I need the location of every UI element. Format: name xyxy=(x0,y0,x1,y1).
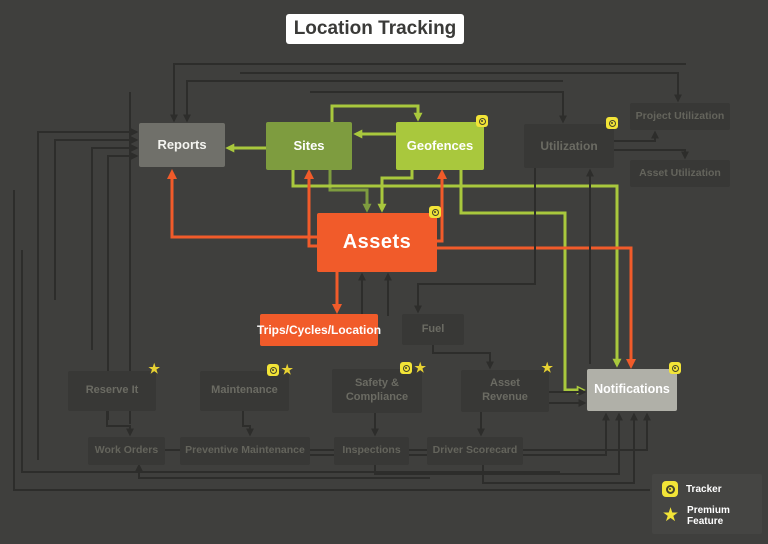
node-inspections: Inspections xyxy=(334,437,409,465)
node-assets-label: Assets xyxy=(342,231,412,253)
edge-routing-left-to-reports xyxy=(37,128,139,460)
badge-group xyxy=(429,206,441,218)
edge-routing-to-routing xyxy=(21,250,560,473)
legend-tracker-row: Tracker xyxy=(662,481,762,497)
edge-work-orders-to-notifications xyxy=(165,412,651,451)
node-fuel-label: Fuel xyxy=(421,322,445,335)
edge-sites-to-notifications xyxy=(291,170,622,368)
tracker-icon xyxy=(662,481,678,497)
node-work-orders: Work Orders xyxy=(88,437,165,465)
tracker-icon xyxy=(400,362,413,374)
node-sites: Sites xyxy=(266,122,352,170)
tracker-icon xyxy=(429,206,441,218)
premium-star-icon: ★ xyxy=(281,362,293,377)
edge-assets-to-sites xyxy=(304,169,317,248)
edge-assets-to-reports xyxy=(167,169,317,239)
edge-routing-top-to-project-utilization xyxy=(240,72,682,103)
badge-group: ★ xyxy=(400,360,426,375)
edge-routing-left-to-reports xyxy=(91,144,139,350)
tracker-icon xyxy=(669,362,681,374)
node-safety-compliance: Safety & Compliance ★ xyxy=(332,361,426,413)
edge-reserve-it-to-work-orders xyxy=(106,411,134,437)
node-sites-label: Sites xyxy=(293,137,325,153)
node-geofences-label: Geofences xyxy=(406,137,474,153)
edge-utilization-to-project-utilization xyxy=(614,130,659,142)
node-notifications: Notifications xyxy=(587,362,681,411)
node-utilization: Utilization xyxy=(524,117,618,168)
edge-routing-top-to-reports xyxy=(183,80,563,123)
edge-routing-left-to-reports xyxy=(54,136,139,300)
edge-routing-bottom-to-work-orders xyxy=(135,463,430,479)
edge-sites-to-assets xyxy=(328,170,372,213)
edge-geofences-to-assets xyxy=(377,170,414,213)
node-reports: Reports xyxy=(139,123,225,167)
node-asset-revenue-label: Asset Revenue xyxy=(482,377,528,403)
node-trips-label: Trips/Cycles/Location xyxy=(256,322,382,337)
edge-sites-to-geofences xyxy=(330,104,423,122)
edge-assets-to-geofences xyxy=(437,169,447,243)
node-trips-cycles-location: Trips/Cycles/Location xyxy=(256,314,382,346)
premium-star-icon: ★ xyxy=(148,361,160,376)
node-project-utilization-label: Project Utilization xyxy=(635,109,725,122)
edge-geofences-to-notifications xyxy=(459,170,586,395)
node-maintenance-label: Maintenance xyxy=(211,384,278,397)
node-asset-utilization-label: Asset Utilization xyxy=(639,166,721,179)
badge-group xyxy=(606,117,618,129)
legend-premium-label: Premium Feature xyxy=(687,505,730,527)
badge-group xyxy=(669,362,681,374)
node-utilization-label: Utilization xyxy=(540,138,598,153)
premium-star-icon: ★ xyxy=(662,505,680,526)
edge-maintenance-to-preventive-maintenance xyxy=(242,411,254,437)
legend: Tracker ★ Premium Feature xyxy=(652,474,762,534)
tracker-icon xyxy=(476,115,488,127)
edge-assets-to-notifications xyxy=(437,246,636,369)
node-notifications-label: Notifications xyxy=(594,382,670,397)
edge-fuel-to-asset-revenue xyxy=(432,345,494,370)
node-preventive-maintenance-label: Preventive Maintenance xyxy=(185,444,305,457)
node-fuel: Fuel xyxy=(402,314,464,345)
edge-routing-left-to-reports xyxy=(107,152,139,420)
edge-routing-top-to-utilization xyxy=(310,91,567,124)
node-inspections-label: Inspections xyxy=(342,444,401,457)
node-work-orders-label: Work Orders xyxy=(94,444,159,457)
badge-group: ★ xyxy=(541,360,553,375)
node-reserve-it: Reserve It ★ xyxy=(68,362,160,411)
premium-star-icon: ★ xyxy=(541,360,553,375)
legend-tracker-label: Tracker xyxy=(686,483,722,495)
node-assets: Assets xyxy=(317,206,441,272)
node-driver-scorecard-label: Driver Scorecard xyxy=(432,444,518,457)
node-reports-label: Reports xyxy=(157,136,207,152)
node-safety-label: Safety & Compliance xyxy=(345,377,409,403)
node-project-utilization: Project Utilization xyxy=(630,103,730,130)
badge-group xyxy=(476,115,488,127)
tracker-icon xyxy=(606,117,618,129)
node-asset-utilization: Asset Utilization xyxy=(630,160,730,187)
node-driver-scorecard: Driver Scorecard xyxy=(427,437,523,465)
legend-premium-row: ★ Premium Feature xyxy=(662,505,762,527)
edge-routing-to-routing xyxy=(13,190,650,491)
edge-routing-top-to-reports xyxy=(170,63,686,123)
premium-star-icon: ★ xyxy=(414,360,426,375)
edge-inspections-to-notifications xyxy=(374,412,623,475)
edge-utilization-to-asset-utilization xyxy=(614,149,689,160)
page-title: Location Tracking xyxy=(286,14,464,44)
badge-group: ★ xyxy=(267,362,293,377)
node-preventive-maintenance: Preventive Maintenance xyxy=(180,437,310,465)
node-maintenance: Maintenance★ xyxy=(200,363,293,411)
node-asset-revenue: Asset Revenue ★ xyxy=(461,361,553,412)
badge-group: ★ xyxy=(148,361,160,376)
node-reserve-it-label: Reserve It xyxy=(85,384,139,397)
tracker-icon xyxy=(267,364,280,376)
node-geofences: Geofences xyxy=(396,115,488,170)
edge-utilization-to-fuel xyxy=(414,168,536,314)
